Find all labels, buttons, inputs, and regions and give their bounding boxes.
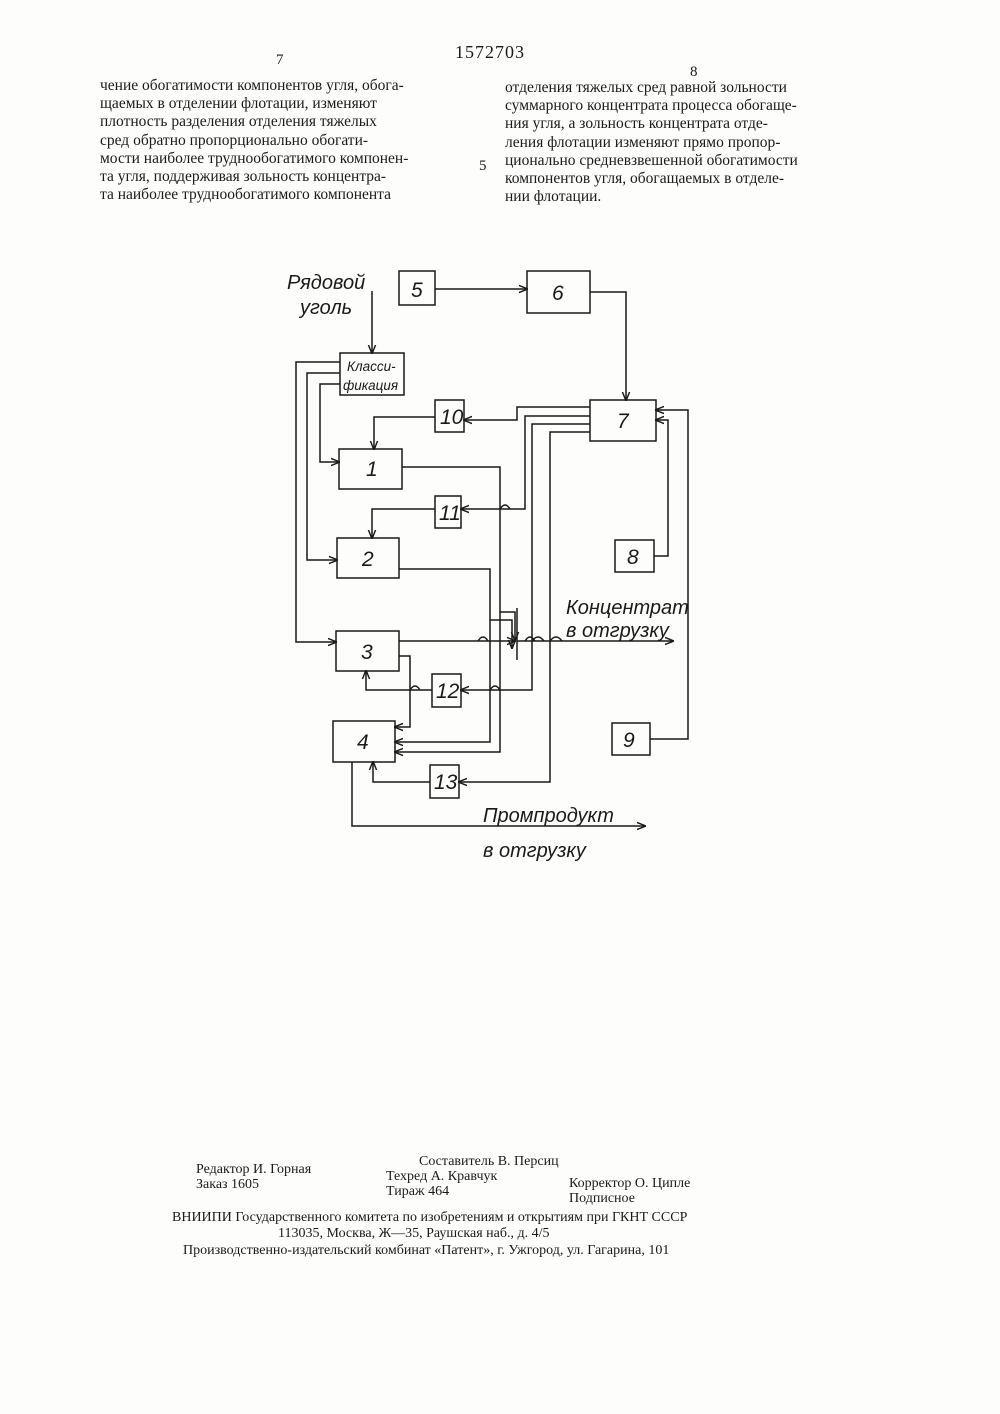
middlings-label: в отгрузку bbox=[483, 840, 587, 862]
middlings-label: Промпродукт bbox=[483, 805, 614, 827]
publisher-org: ВНИИПИ Государственного комитета по изоб… bbox=[172, 1210, 687, 1226]
block-1-label: 1 bbox=[366, 458, 378, 481]
raw-coal-label: Рядовой bbox=[287, 272, 365, 294]
publisher-address: 113035, Москва, Ж—35, Раушская наб., д. … bbox=[278, 1226, 550, 1242]
circulation: Тираж 464 bbox=[386, 1184, 449, 1200]
classification-label: Класси- bbox=[347, 359, 396, 374]
block-3-label: 3 bbox=[361, 641, 373, 664]
block-10-label: 10 bbox=[440, 406, 464, 429]
raw-coal-label: уголь bbox=[298, 297, 352, 319]
block-11-label: 11 bbox=[439, 502, 461, 525]
block-4-label: 4 bbox=[357, 731, 369, 754]
block-5-label: 5 bbox=[411, 279, 423, 302]
techred-credit: Техред А. Кравчук bbox=[386, 1169, 497, 1185]
process-block-diagram: Рядовой уголь Класси- фикация 5 6 7 10 1… bbox=[0, 0, 1000, 1000]
block-6-label: 6 bbox=[552, 282, 564, 305]
order-number: Заказ 1605 bbox=[196, 1177, 259, 1193]
compiler-credit: Составитель В. Персиц bbox=[419, 1154, 559, 1170]
printer-info: Производственно-издательский комбинат «П… bbox=[183, 1243, 669, 1259]
concentrate-label: Концентрат bbox=[566, 597, 689, 619]
concentrate-label: в отгрузку bbox=[566, 620, 670, 642]
block-12-label: 12 bbox=[436, 680, 460, 703]
block-7-label: 7 bbox=[617, 410, 630, 433]
subscription-note: Подписное bbox=[569, 1191, 635, 1207]
classification-label: фикация bbox=[343, 378, 398, 393]
block-13-label: 13 bbox=[434, 771, 458, 794]
block-8-label: 8 bbox=[627, 546, 639, 569]
block-9-label: 9 bbox=[623, 729, 635, 752]
editor-credit: Редактор И. Горная bbox=[196, 1162, 311, 1178]
corrector-credit: Корректор О. Ципле bbox=[569, 1176, 690, 1192]
block-2-label: 2 bbox=[361, 548, 374, 571]
